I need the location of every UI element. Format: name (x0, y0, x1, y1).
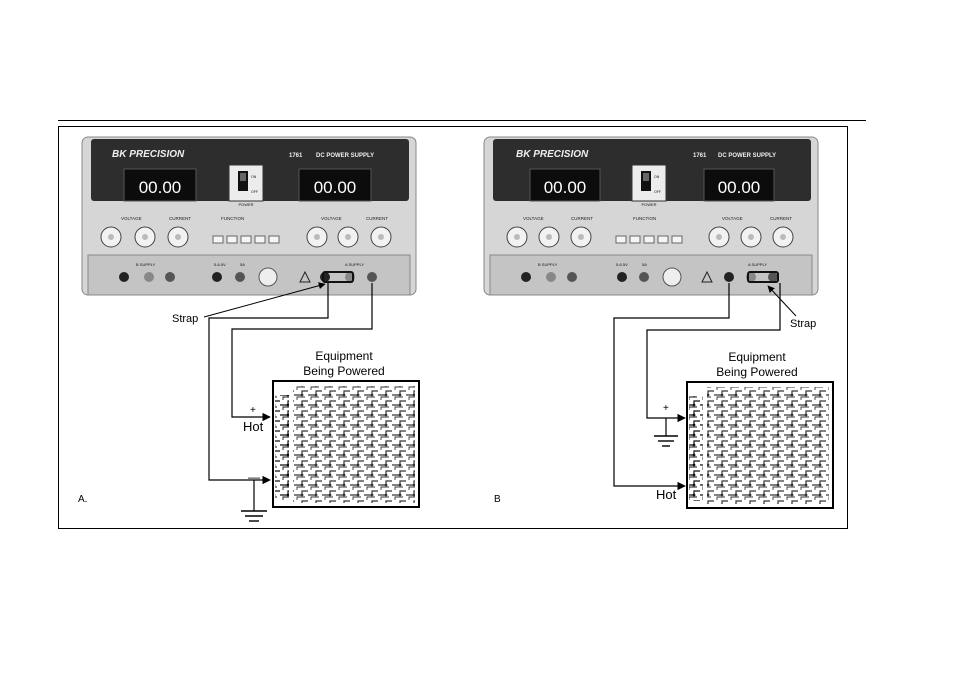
fixed-supply-label: 5-6.5V (214, 262, 226, 267)
circuit-board-b (686, 381, 834, 509)
a-supply-label: A SUPPLY (345, 262, 364, 267)
fixed-supply-label: 5-6.5V (616, 262, 628, 267)
warning-icon (299, 270, 311, 283)
wire-negative-a (208, 283, 329, 485)
a-supply-label: A SUPPLY (748, 262, 767, 267)
power-switch-icon[interactable] (228, 164, 264, 202)
equipment-title-b2: Being Powered (716, 365, 797, 379)
function-label: FUNCTION (633, 216, 656, 221)
knob-icon[interactable] (100, 226, 392, 248)
model-number: 1761 (693, 153, 707, 159)
off-label: OFF (654, 190, 661, 194)
strap-pointer-b (767, 285, 797, 317)
strap-pointer-a (203, 282, 326, 318)
strap-label-a: Strap (172, 313, 198, 325)
on-label: ON (654, 175, 660, 179)
equipment-title-a2: Being Powered (303, 364, 384, 378)
equipment-title-b1: Equipment (728, 350, 786, 364)
device-title: DC POWER SUPPLY (718, 153, 776, 159)
equipment-title-a1: Equipment (315, 349, 373, 363)
brand-logo: BK PRECISION (112, 149, 185, 160)
wire-negative-b (613, 283, 730, 491)
strap-label-b: Strap (790, 318, 816, 330)
current-label-left: CURRENT (571, 216, 593, 221)
strap-a (322, 271, 354, 283)
display-right: 00.00 (314, 178, 357, 197)
ground-icon (241, 510, 267, 522)
strap-b (747, 271, 779, 283)
warning-icon (701, 270, 713, 283)
b-supply-label: B SUPPLY (538, 262, 558, 267)
panel-letter-a: A. (78, 494, 87, 505)
panel-b: BK PRECISION 1761 DC POWER SUPPLY 00.00 … (483, 136, 834, 509)
model-number: 1761 (289, 153, 303, 159)
power-supply-b: BK PRECISION 1761 DC POWER SUPPLY 00.00 … (483, 136, 819, 296)
panel-letter-b: B (494, 494, 501, 505)
wire-positive-a (231, 283, 373, 422)
hot-label-b: Hot (656, 487, 677, 502)
power-supply-a: BK PRECISION 1761 DC POWER SUPPLY 00.00 … (81, 136, 417, 296)
circuit-board-a (272, 380, 420, 508)
fixed-amp-label: 5A (642, 262, 647, 267)
power-label: POWER (238, 202, 253, 207)
wire-positive-b (646, 283, 781, 423)
on-label: ON (251, 175, 257, 179)
current-label-left: CURRENT (169, 216, 191, 221)
ground-icon (654, 435, 678, 447)
terminal-icon[interactable] (521, 267, 778, 287)
voltage-label-left: VOLTAGE (121, 216, 142, 221)
b-supply-label: B SUPPLY (136, 262, 156, 267)
current-label-right: CURRENT (770, 216, 792, 221)
device-title: DC POWER SUPPLY (316, 153, 374, 159)
hot-label-a: Hot (243, 419, 264, 434)
voltage-label-left: VOLTAGE (523, 216, 544, 221)
power-switch-icon[interactable] (631, 164, 667, 202)
display-left: 00.00 (139, 178, 182, 197)
top-rule (58, 120, 866, 121)
function-buttons[interactable] (615, 235, 683, 244)
panel-a: BK PRECISION 1761 DC POWER SUPPLY 00.00 … (78, 136, 420, 522)
off-label: OFF (251, 190, 258, 194)
brand-logo: BK PRECISION (516, 149, 589, 160)
display-right: 00.00 (718, 178, 761, 197)
knob-icon[interactable] (506, 226, 794, 248)
fixed-amp-label: 5A (240, 262, 245, 267)
minus-label-a: — (248, 470, 260, 484)
function-label: FUNCTION (221, 216, 244, 221)
power-label: POWER (641, 202, 656, 207)
voltage-label-right: VOLTAGE (722, 216, 743, 221)
plus-label-b: + (663, 403, 669, 414)
display-left: 00.00 (544, 178, 587, 197)
figure-frame (58, 126, 848, 529)
current-label-right: CURRENT (366, 216, 388, 221)
plus-label-a: + (250, 405, 256, 416)
function-buttons[interactable] (212, 235, 280, 244)
voltage-label-right: VOLTAGE (321, 216, 342, 221)
